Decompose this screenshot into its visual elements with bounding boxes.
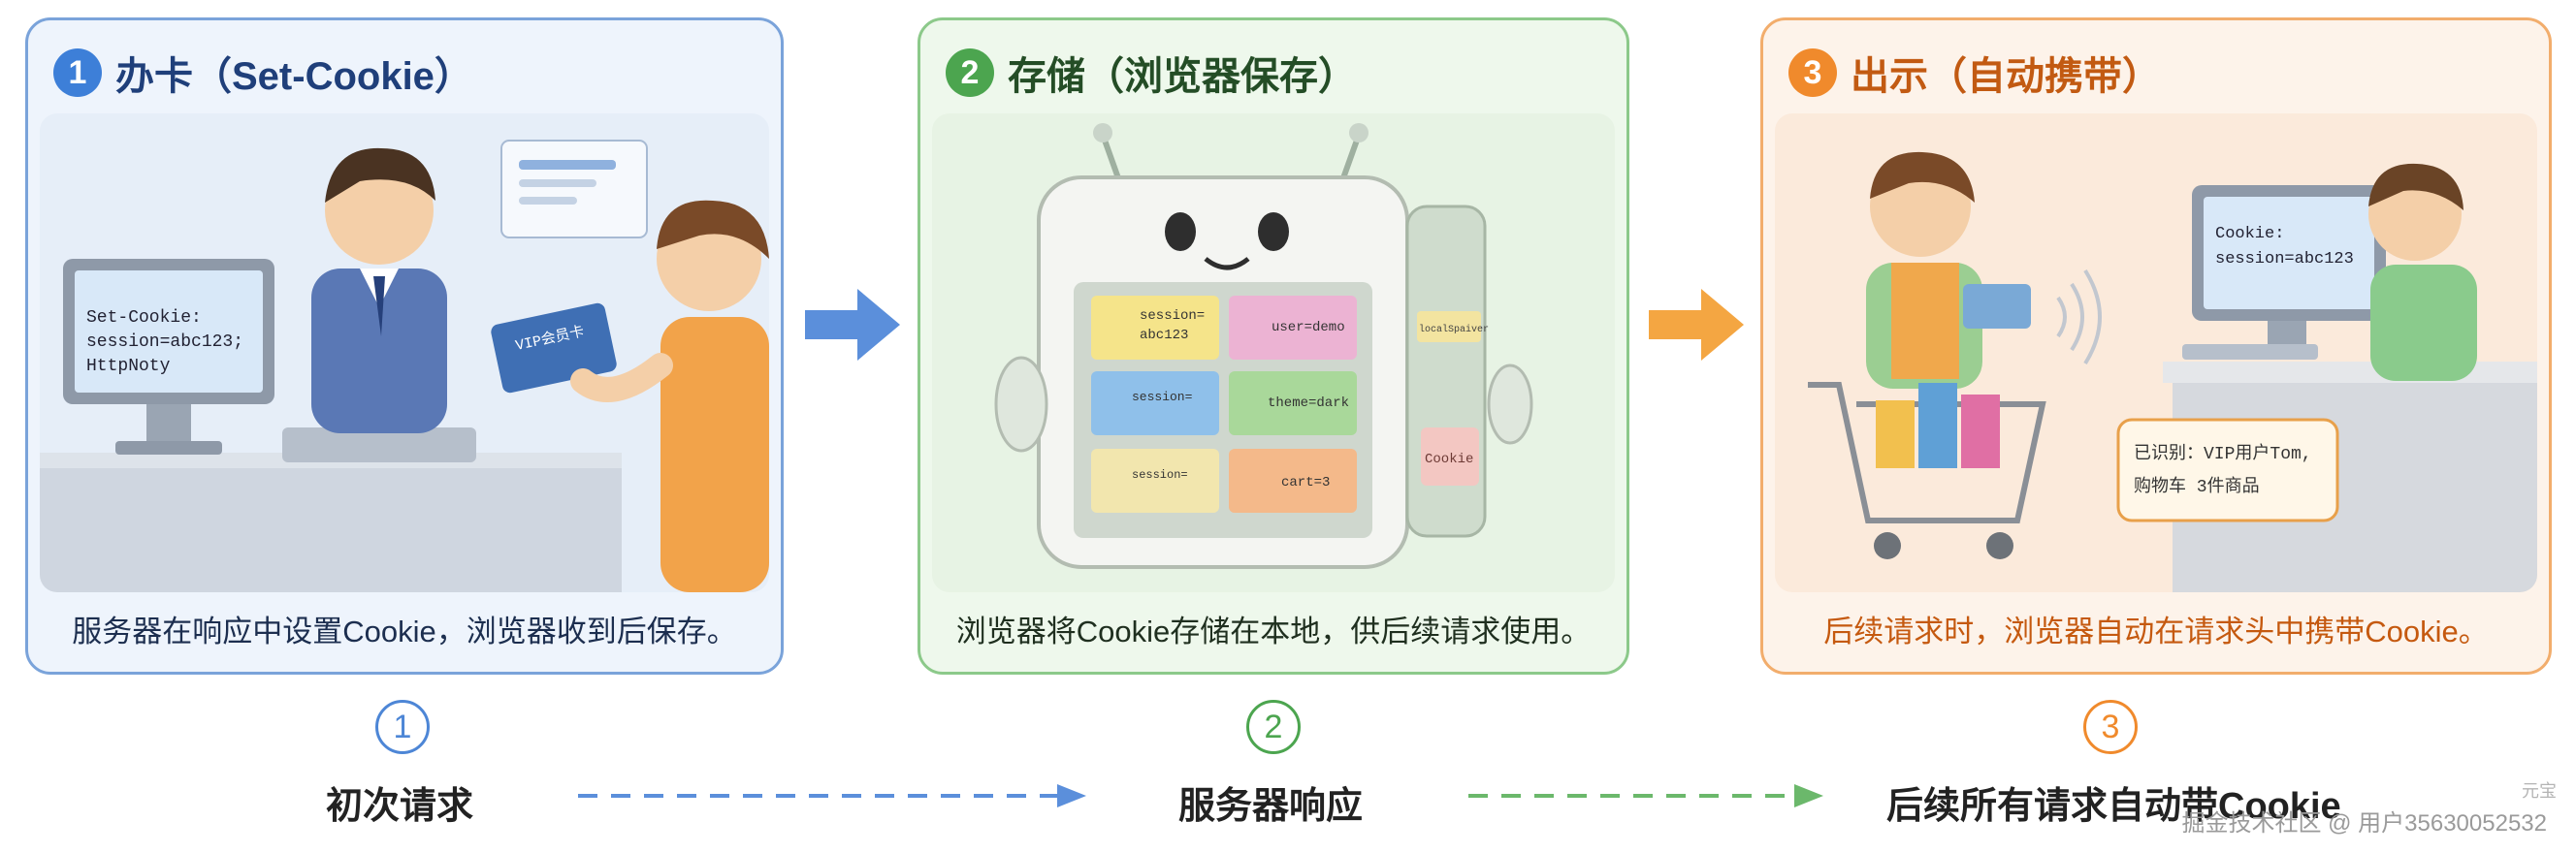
- recognition-bubble: [2116, 418, 2339, 522]
- step-3-number: 3: [2083, 700, 2138, 754]
- panel-set-cookie: 1 办卡（Set-Cookie） Set-Cookie: session=abc…: [25, 17, 784, 675]
- panel-auto-carry: 3 出示（自动携带） Cookie: session=abc123 已识别：VI…: [1760, 17, 2552, 675]
- panel-3-illustration: Cookie: session=abc123 已识别：VIP用户Tom, 购物车…: [1775, 113, 2537, 592]
- panel-2-illustration: session= abc123 user=demo session= theme…: [932, 113, 1615, 592]
- member-card: [1963, 284, 2031, 329]
- panel-3-title-text: 出示（自动携带）: [1851, 55, 2161, 98]
- panel-1-title: 1 办卡（Set-Cookie）: [53, 46, 473, 100]
- panel-2-title-text: 存储（浏览器保存）: [1008, 55, 1357, 98]
- panel-storage: 2 存储（浏览器保存） session= abc123 user=demo: [918, 17, 1629, 675]
- step-1-label: 初次请求: [326, 786, 474, 827]
- document-icon: [500, 140, 648, 238]
- panel-3-caption: 后续请求时，浏览器自动在请求头中携带Cookie。: [1823, 615, 2489, 648]
- panel-1-number: 1: [53, 48, 102, 97]
- screen-line-2: session=abc123;: [86, 332, 243, 352]
- panel-1-caption: 服务器在响应中设置Cookie，浏览器收到后保存。: [72, 615, 737, 648]
- watermark-small: 元宝: [2522, 781, 2557, 801]
- panel-1-illustration: Set-Cookie: session=abc123; HttpNoty VIP…: [40, 113, 769, 592]
- screen-line-3: HttpNoty: [86, 357, 171, 376]
- step-1-number: 1: [375, 700, 430, 754]
- bubble-line-2: 购物车 3件商品: [2134, 476, 2260, 497]
- shopping-cart: [1808, 382, 2046, 523]
- flow-arrow-1: [805, 289, 900, 361]
- panel-2-title: 2 存储（浏览器保存）: [946, 46, 1357, 100]
- checkout-screen-2: session=abc123: [2215, 250, 2354, 269]
- cookie-label-3: session=: [1132, 390, 1193, 404]
- side-label: localSpaiver: [1419, 324, 1489, 335]
- panel-1-title-text: 办卡（Set-Cookie）: [115, 55, 473, 98]
- step-2-number: 2: [1246, 700, 1301, 754]
- side-tag: Cookie: [1425, 452, 1473, 467]
- cookie-label-2: user=demo: [1272, 320, 1345, 335]
- cookie-label-5: session=: [1132, 468, 1188, 482]
- panel-3-number: 3: [1788, 48, 1837, 97]
- bubble-line-1: 已识别：VIP用户Tom,: [2134, 443, 2312, 464]
- dashed-arrow-2: [1468, 784, 1823, 807]
- dashed-arrow-1: [578, 784, 1086, 807]
- step-3-label: 后续所有请求自动带Cookie: [1886, 786, 2341, 827]
- panel-2-caption: 浏览器将Cookie存储在本地，供后续请求使用。: [955, 615, 1592, 648]
- watermark: 掘金技术社区 @ 用户35630052532: [2181, 810, 2547, 837]
- screen-line-1: Set-Cookie:: [86, 308, 202, 328]
- panel-2-number: 2: [946, 48, 994, 97]
- cookie-label-4: theme=dark: [1268, 395, 1349, 411]
- cookie-label-1b: abc123: [1140, 328, 1188, 343]
- cookie-label-6: cart=3: [1281, 475, 1330, 490]
- panel-3-title: 3 出示（自动携带）: [1788, 46, 2161, 100]
- step-2-label: 服务器响应: [1178, 786, 1364, 827]
- flow-arrow-2: [1649, 289, 1744, 361]
- checkout-screen-1: Cookie:: [2215, 225, 2284, 243]
- cookie-label-1: session=: [1140, 308, 1205, 324]
